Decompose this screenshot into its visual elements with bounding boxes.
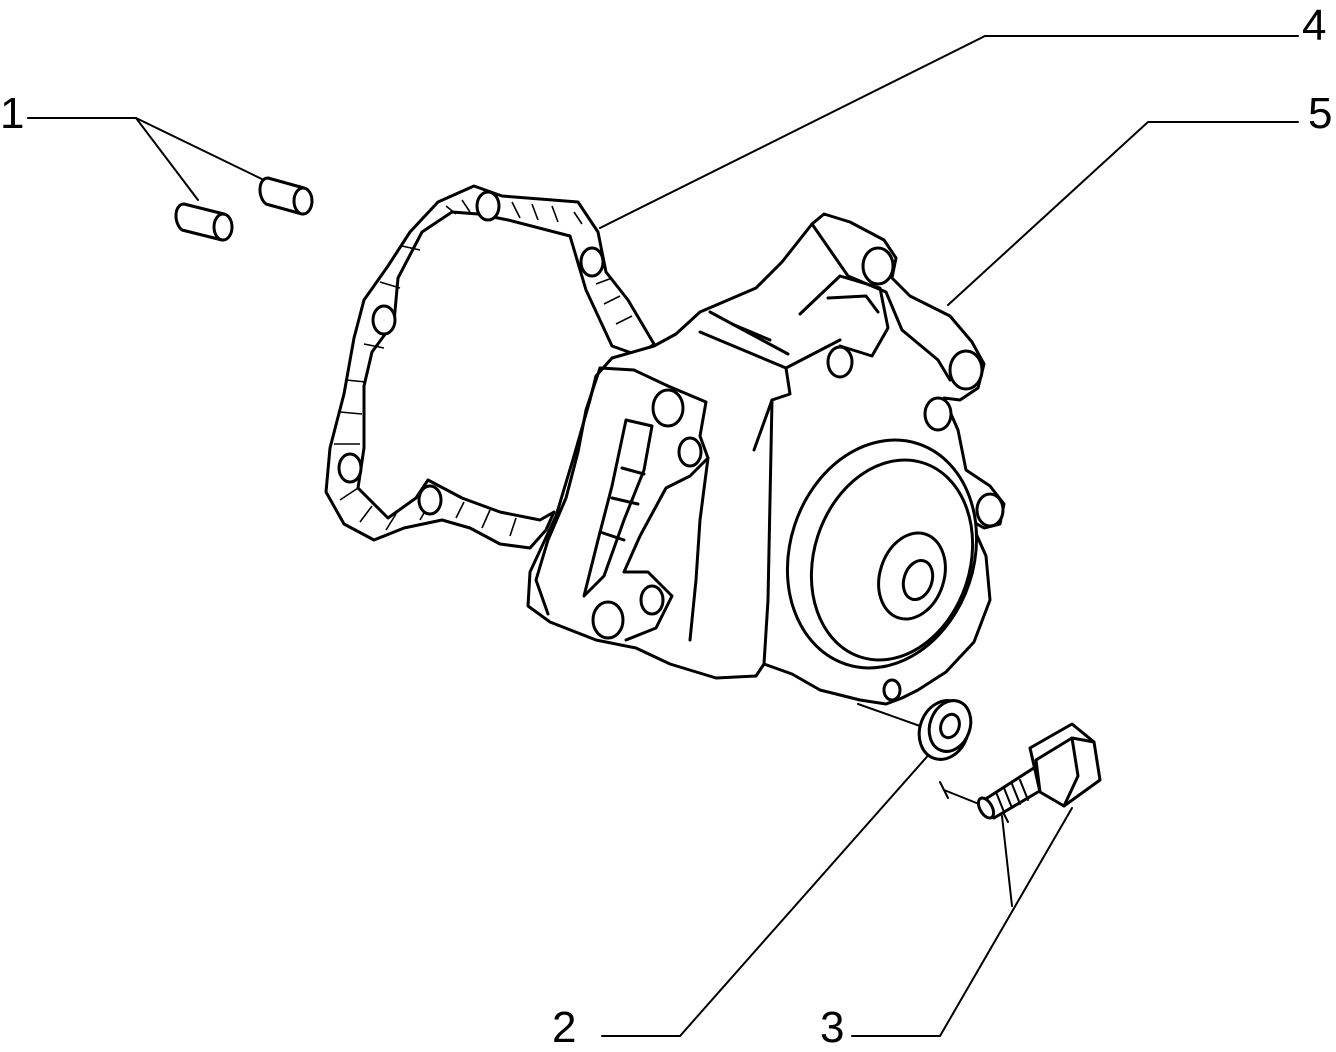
leader-lines bbox=[27, 35, 1299, 1037]
dowel-pin-1 bbox=[174, 202, 234, 242]
leader-line-2 bbox=[601, 741, 941, 1037]
callout-3: 3 bbox=[820, 1003, 845, 1052]
callout-4: 4 bbox=[1302, 1, 1327, 50]
leader-line-3 bbox=[851, 807, 1073, 1037]
leader-line-4 bbox=[599, 35, 1299, 229]
leader-line-5 bbox=[947, 121, 1299, 306]
washer bbox=[917, 699, 973, 761]
callout-2: 2 bbox=[552, 1003, 577, 1052]
pump-housing bbox=[526, 212, 1006, 706]
bolt bbox=[976, 722, 1102, 820]
callout-5: 5 bbox=[1308, 89, 1333, 138]
leader-line-1 bbox=[27, 117, 199, 201]
leader-line-3b bbox=[1001, 815, 1013, 907]
callout-1: 1 bbox=[0, 89, 25, 138]
leader-line-1b bbox=[135, 117, 269, 183]
dowel-pin-2 bbox=[258, 176, 314, 216]
dimension-tick-left bbox=[939, 781, 949, 799]
axis-line bbox=[857, 703, 921, 727]
